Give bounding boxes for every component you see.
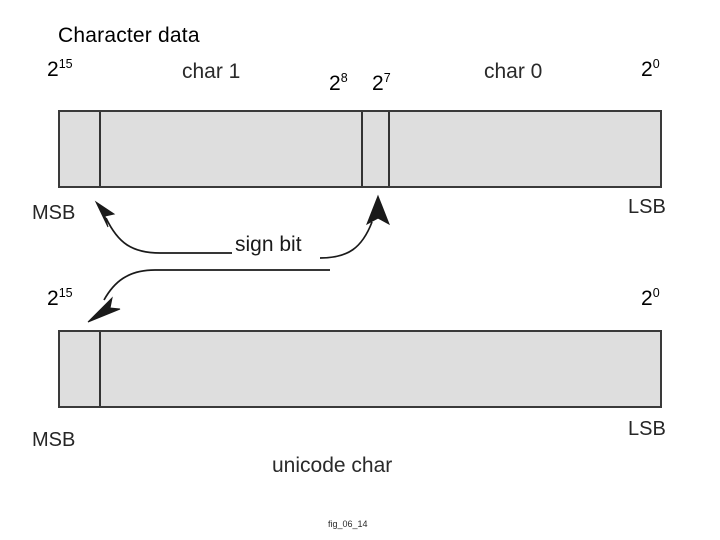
top-msb-arrowhead-icon bbox=[94, 200, 116, 228]
top-word-divider-char1-end bbox=[361, 112, 363, 186]
bottom-left-exponent-sup: 15 bbox=[58, 286, 73, 300]
bottom-left-exponent: 215 bbox=[47, 287, 73, 311]
bottom-right-exponent-sup: 0 bbox=[652, 286, 660, 300]
bottom-left-exponent-base: 2 bbox=[47, 287, 59, 310]
top-mid-right-exponent-base: 2 bbox=[372, 72, 384, 95]
top-right-exponent: 20 bbox=[641, 58, 660, 82]
top-mid-right-exponent-sup: 7 bbox=[383, 71, 391, 85]
bottom-word-caption: unicode char bbox=[272, 454, 393, 477]
bottom-word-lsb-label: LSB bbox=[628, 418, 666, 440]
top-mid-left-exponent-base: 2 bbox=[329, 72, 341, 95]
top-word-lsb-label: LSB bbox=[628, 196, 666, 218]
bottom-right-exponent: 20 bbox=[641, 287, 660, 311]
figure-caption: fig_06_14 bbox=[328, 519, 368, 529]
top-right-exponent-base: 2 bbox=[641, 58, 653, 81]
bottom-msb-arrowhead-icon bbox=[87, 296, 121, 323]
top-mid-left-exponent: 28 bbox=[329, 72, 348, 96]
top-field-char1-label: char 1 bbox=[182, 60, 241, 83]
sign-bit-to-bottom-msb-curve bbox=[103, 269, 330, 301]
top-word-bar bbox=[58, 110, 662, 188]
top-right-exponent-sup: 0 bbox=[652, 57, 660, 71]
top-left-exponent: 215 bbox=[47, 58, 73, 82]
top-mid-left-exponent-sup: 8 bbox=[340, 71, 348, 85]
bottom-word-msb-label: MSB bbox=[32, 429, 76, 451]
bottom-word-bar bbox=[58, 330, 662, 408]
top-field-char0-label: char 0 bbox=[484, 60, 543, 83]
char0-sign-bit-arrowhead-icon bbox=[366, 194, 390, 226]
top-word-divider-char0-sign-bit bbox=[388, 112, 390, 186]
sign-bit-label: sign bit bbox=[235, 233, 302, 256]
top-word-msb-label: MSB bbox=[32, 202, 76, 224]
sign-bit-to-top-msb-curve bbox=[105, 217, 232, 254]
bottom-word-divider-sign-bit bbox=[99, 332, 101, 406]
page-title: Character data bbox=[58, 24, 200, 47]
sign-bit-to-char0-curve bbox=[319, 221, 373, 259]
top-word-divider-sign-bit bbox=[99, 112, 101, 186]
bottom-right-exponent-base: 2 bbox=[641, 287, 653, 310]
top-mid-right-exponent: 27 bbox=[372, 72, 391, 96]
top-left-exponent-sup: 15 bbox=[58, 57, 73, 71]
top-left-exponent-base: 2 bbox=[47, 58, 59, 81]
